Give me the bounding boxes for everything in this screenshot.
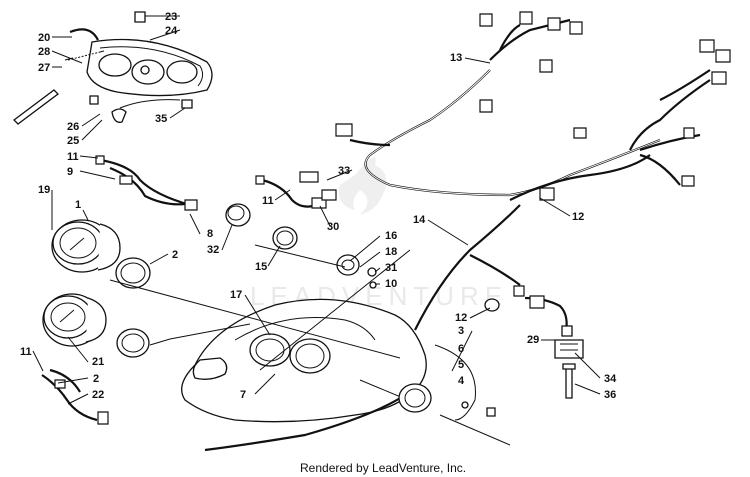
callout-19: 19	[38, 184, 50, 196]
callout-12b: 12	[455, 312, 467, 324]
indicator-parts	[336, 254, 377, 289]
callout-11b: 11	[262, 195, 274, 207]
callout-29: 29	[527, 334, 539, 346]
callout-25: 25	[67, 135, 79, 147]
callout-5: 5	[458, 359, 464, 371]
harness-connectors	[335, 11, 731, 309]
callout-14: 14	[413, 214, 426, 226]
footer-caption: Rendered by LeadVenture, Inc.	[300, 461, 466, 475]
callout-2: 2	[172, 249, 178, 261]
callout-6: 6	[458, 343, 464, 355]
callout-7: 7	[240, 389, 246, 401]
accessory-socket	[398, 344, 511, 446]
callout-34: 34	[604, 373, 617, 385]
callout-27: 27	[38, 62, 50, 74]
callout-35: 35	[155, 113, 167, 125]
voltage-regulator	[554, 325, 584, 359]
callout-16: 16	[385, 230, 397, 242]
callout-11: 11	[67, 151, 79, 163]
dash-panel	[181, 298, 427, 423]
tachometer-gauge	[42, 293, 107, 347]
callout-26: 26	[67, 121, 79, 133]
callout-28: 28	[38, 46, 50, 58]
callout-2b: 2	[93, 373, 99, 385]
callout-17: 17	[230, 289, 242, 301]
callout-31: 31	[385, 262, 397, 274]
callout-12: 12	[572, 211, 584, 223]
callout-21: 21	[92, 356, 104, 368]
callout-13: 13	[450, 52, 462, 64]
callout-36: 36	[604, 389, 616, 401]
small-gauge	[225, 203, 298, 250]
speedometer-gauge	[51, 219, 121, 273]
callout-23: 23	[165, 11, 177, 23]
gauge-ring-lower	[116, 328, 150, 358]
callout-18: 18	[385, 246, 397, 258]
callout-11c: 11	[20, 346, 32, 358]
small-gauge-harness	[255, 171, 337, 209]
callout-1: 1	[75, 199, 81, 211]
callout-32: 32	[207, 244, 219, 256]
gauge-harness-upper	[95, 155, 198, 211]
callout-15: 15	[255, 261, 267, 273]
gauge-ring-upper	[115, 257, 151, 289]
callout-8: 8	[207, 228, 213, 240]
headlight-assembly	[13, 11, 213, 125]
main-wiring-harness	[204, 18, 711, 452]
callout-3: 3	[458, 325, 464, 337]
callout-9: 9	[67, 166, 73, 178]
callout-4: 4	[458, 375, 465, 387]
callout-leaders	[32, 15, 601, 405]
callout-10: 10	[385, 278, 397, 290]
callout-labels: 1 2 2 3 4 5 6 7 8 9 10 11 11 11 12 12 13…	[20, 11, 617, 401]
callout-22: 22	[92, 389, 104, 401]
callout-30: 30	[327, 221, 339, 233]
grommet	[484, 298, 500, 312]
callout-20: 20	[38, 32, 50, 44]
mounting-screw	[562, 363, 576, 399]
